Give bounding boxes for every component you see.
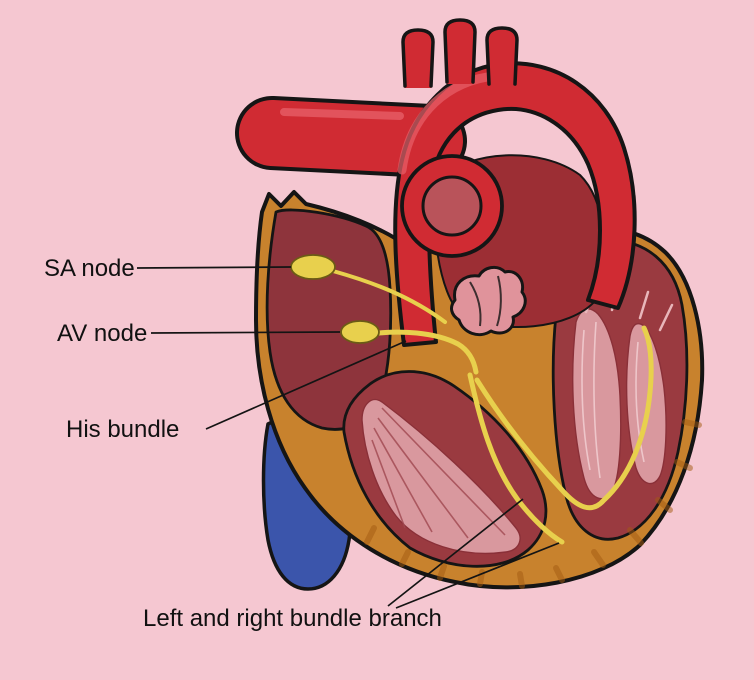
right-bundle-branch-path [467,372,565,545]
leader-line-bundle-2 [395,542,560,609]
aortic-branch-1-edge [401,28,435,88]
atrial-appendage [450,265,527,336]
aortic-branch-2 [445,20,475,84]
papillary-muscle-left-1 [572,308,622,500]
leader-line-sa-node [136,266,292,269]
leader-line-his-bundle [205,340,407,430]
label-sa-node: SA node [44,255,135,282]
left-bundle-branch-path [474,325,654,511]
leader-line-av-node [150,331,341,334]
aortic-arch-highlight [397,71,500,175]
appendage-creases [469,275,502,327]
label-bundle-branches: Left and right bundle branch [143,605,442,632]
aortic-branch-1 [403,30,433,88]
left-muscle-striations [581,321,645,479]
internodal-path [331,269,447,324]
label-his-bundle: His bundle [66,416,179,443]
sa-node-shape [290,254,336,280]
aortic-branches [401,18,519,88]
av-node-shape [340,320,380,344]
label-av-node: AV node [57,320,147,347]
aortic-branch-2-edge [443,18,477,84]
leader-line-bundle-1 [387,498,524,607]
pulmonary-artery [239,100,463,174]
pulmonary-artery-highlight [280,108,404,120]
wall-streaks [364,419,702,589]
aortic-branch-3 [487,28,517,86]
aortic-branch-3-edge [485,26,519,86]
conduction-system [331,269,654,545]
his-bundle-path [367,329,479,375]
right-muscle-striations [371,407,506,539]
pulmonary-trunk-opening [421,175,483,237]
